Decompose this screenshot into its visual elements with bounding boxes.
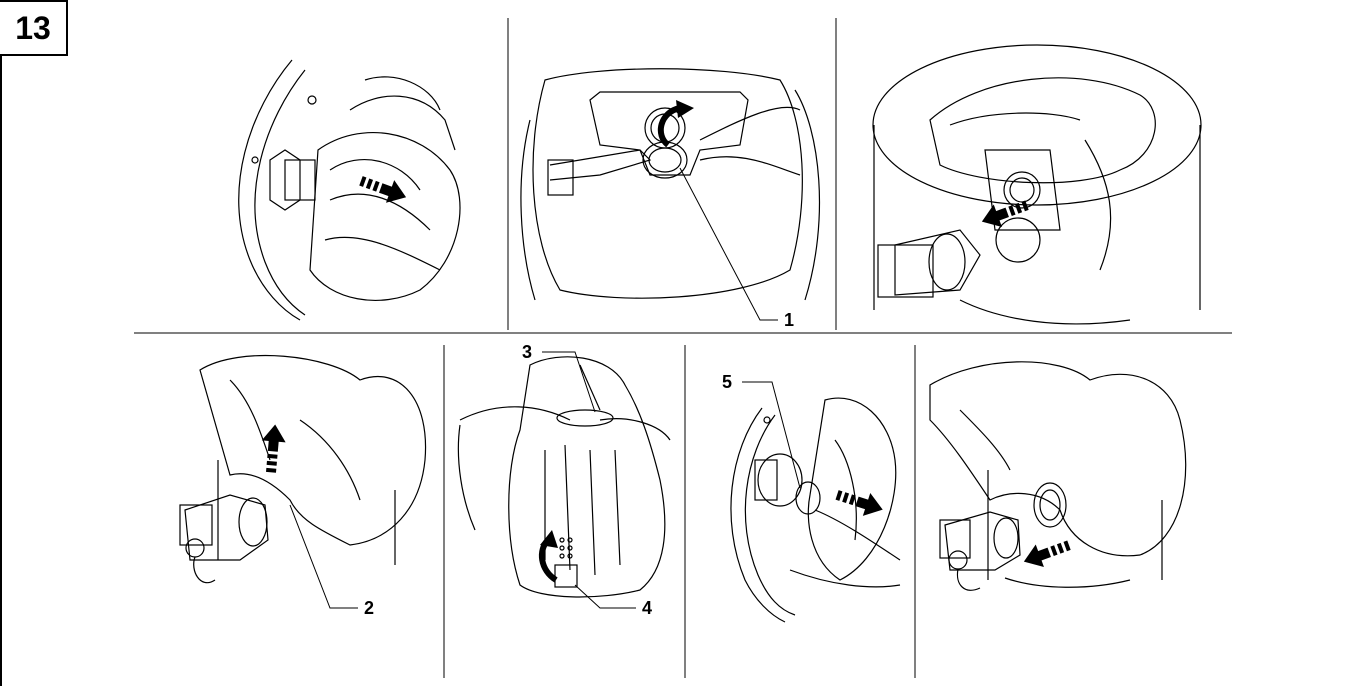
callout-3: 3 [522,342,532,362]
panel-7-illustration [930,362,1186,590]
callout-5-leader [742,382,800,488]
callout-2: 2 [364,598,374,618]
callout-1-leader [680,168,778,320]
callout-5: 5 [722,372,732,392]
striped-arrow-icon [1020,534,1073,573]
panel-5-illustration [458,357,670,597]
striped-arrow-icon [357,170,410,209]
striped-arrow-icon [833,483,886,521]
callout-1: 1 [784,310,794,330]
callout-2-leader [290,505,358,608]
panel-3-illustration [873,45,1201,324]
panel-1-illustration [239,60,460,320]
striped-arrow-icon [978,194,1031,233]
panel-4-illustration [180,356,426,583]
callout-4: 4 [642,598,652,618]
panel-2-illustration [521,69,820,300]
curved-arrow-head [540,530,558,548]
curved-arrow-head [676,100,694,118]
striped-arrow-icon [259,423,287,473]
